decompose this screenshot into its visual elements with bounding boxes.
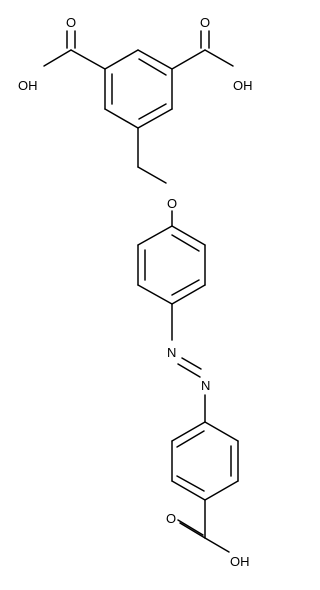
bond — [171, 49, 206, 70]
bond — [43, 49, 72, 67]
bond — [177, 363, 201, 378]
atom-label-o-bottom: O — [166, 511, 176, 526]
bond — [104, 108, 139, 129]
bond — [171, 234, 200, 252]
bond — [137, 108, 173, 129]
bond — [137, 166, 167, 184]
atom-label-o-left: O — [66, 15, 76, 30]
bond — [177, 519, 204, 536]
atom-label-oh-left: OH — [18, 78, 38, 93]
bond — [204, 480, 239, 501]
atom-label-o-right: O — [200, 15, 210, 30]
bond — [179, 522, 206, 539]
bond — [181, 357, 202, 370]
bond — [171, 279, 200, 296]
atom-label-oh-bottom: OH — [230, 554, 250, 569]
bond — [176, 475, 205, 492]
chemical-structure-diagram: OH O OH O O N N O OH — [18, 15, 253, 569]
atom-labels: OH O OH O O N N O OH — [18, 15, 253, 569]
bond — [138, 58, 167, 76]
atom-label-oh-right: OH — [233, 78, 253, 93]
bond — [171, 225, 206, 246]
atom-label-azo-n2: N — [201, 378, 210, 393]
bond — [171, 284, 206, 305]
bond — [204, 537, 230, 553]
bond — [204, 421, 239, 442]
atom-label-ether-o: O — [167, 196, 177, 211]
bond — [137, 225, 173, 246]
atom-label-azo-n1: N — [167, 345, 176, 360]
bond — [70, 49, 106, 70]
bond — [171, 480, 206, 501]
bond — [176, 430, 205, 448]
bond — [138, 103, 167, 120]
bond — [104, 49, 139, 70]
bonds — [43, 30, 239, 553]
bond — [137, 49, 173, 70]
bond — [137, 284, 173, 305]
bond — [171, 421, 206, 442]
bond — [204, 49, 234, 67]
